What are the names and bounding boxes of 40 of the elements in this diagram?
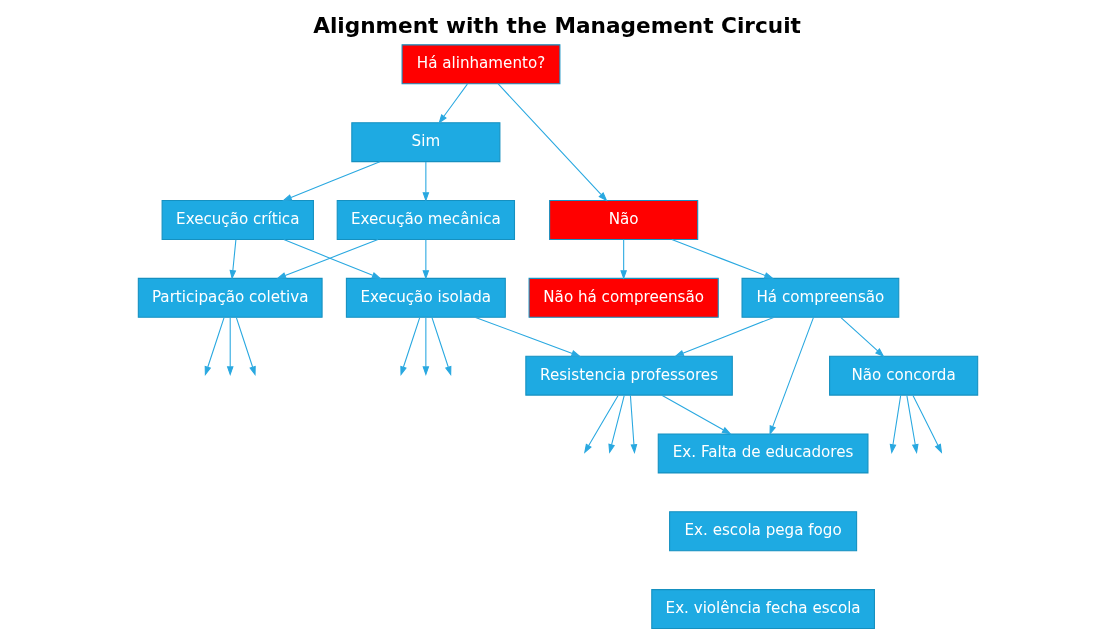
node-box: Execução isolada (345, 277, 506, 318)
node-box: Não (548, 200, 698, 240)
arrow (911, 394, 942, 454)
arrow (889, 394, 901, 454)
arrow (399, 317, 420, 376)
arrow (497, 83, 607, 202)
node-box: Ex. escola pega fogo (668, 511, 857, 552)
arrow (228, 239, 236, 280)
arrow (474, 316, 581, 357)
arrow (281, 161, 380, 202)
node-box: Ex. Falta de educadores (657, 433, 868, 474)
arrow (421, 161, 429, 203)
arrow (421, 239, 429, 280)
node-box: Execução crítica (161, 200, 314, 240)
arrow (421, 317, 429, 377)
arrow (430, 317, 451, 376)
arrow (619, 239, 627, 280)
arrow (670, 239, 774, 279)
arrow (768, 316, 814, 436)
arrow (204, 317, 225, 376)
arrow (905, 394, 919, 454)
node-box: Participação coletiva (137, 277, 323, 318)
node-box: Ex. violência fecha escola (650, 589, 875, 630)
arrow (437, 83, 468, 124)
arrow (226, 317, 234, 377)
node-box: Há compreensão (741, 277, 899, 318)
node-box: Há alinhamento? (401, 44, 560, 85)
node-box: Sim (350, 122, 500, 163)
node-box: Resistencia professores (524, 355, 733, 396)
arrow (629, 394, 637, 454)
arrow (607, 394, 625, 454)
arrow (839, 317, 884, 358)
node-box: Não há compreensão (528, 277, 719, 318)
node-box: Não concorda (828, 355, 978, 396)
node-box: Execução mecânica (336, 200, 515, 240)
arrow (660, 394, 732, 435)
arrow (235, 317, 256, 376)
arrow (673, 316, 774, 357)
arrow (583, 394, 619, 454)
diagram-title: Alignment with the Management Circuit (312, 12, 801, 38)
